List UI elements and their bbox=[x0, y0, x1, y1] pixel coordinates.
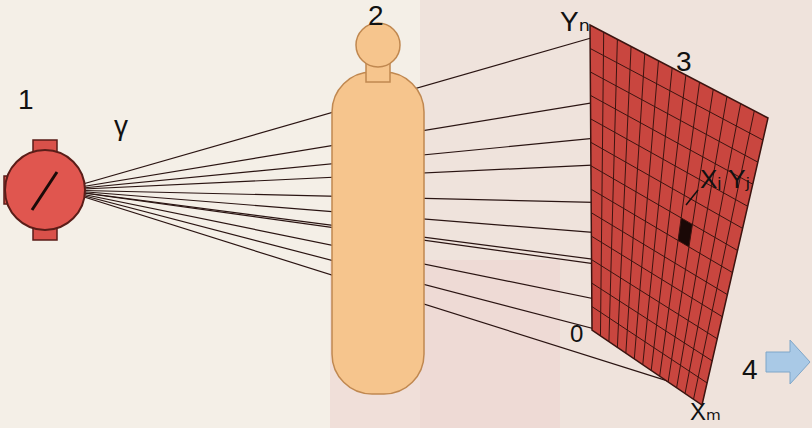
callout-number: 3 bbox=[676, 48, 692, 76]
callout-number: 4 bbox=[742, 356, 758, 384]
axis-label: Xᵢ Yⱼ bbox=[700, 166, 750, 192]
callout-number: 2 bbox=[368, 2, 384, 30]
leader-line bbox=[686, 190, 698, 205]
ray-symbol: γ bbox=[114, 112, 128, 140]
axis-label: Xₘ bbox=[690, 400, 721, 424]
output-arrow bbox=[766, 340, 810, 384]
axis-label: Yₙ bbox=[560, 8, 590, 36]
detector-grid bbox=[590, 25, 768, 405]
patient-figure bbox=[332, 23, 424, 394]
callout-number: 1 bbox=[18, 86, 34, 114]
axis-label: 0 bbox=[570, 322, 583, 346]
xray-source bbox=[4, 140, 85, 240]
